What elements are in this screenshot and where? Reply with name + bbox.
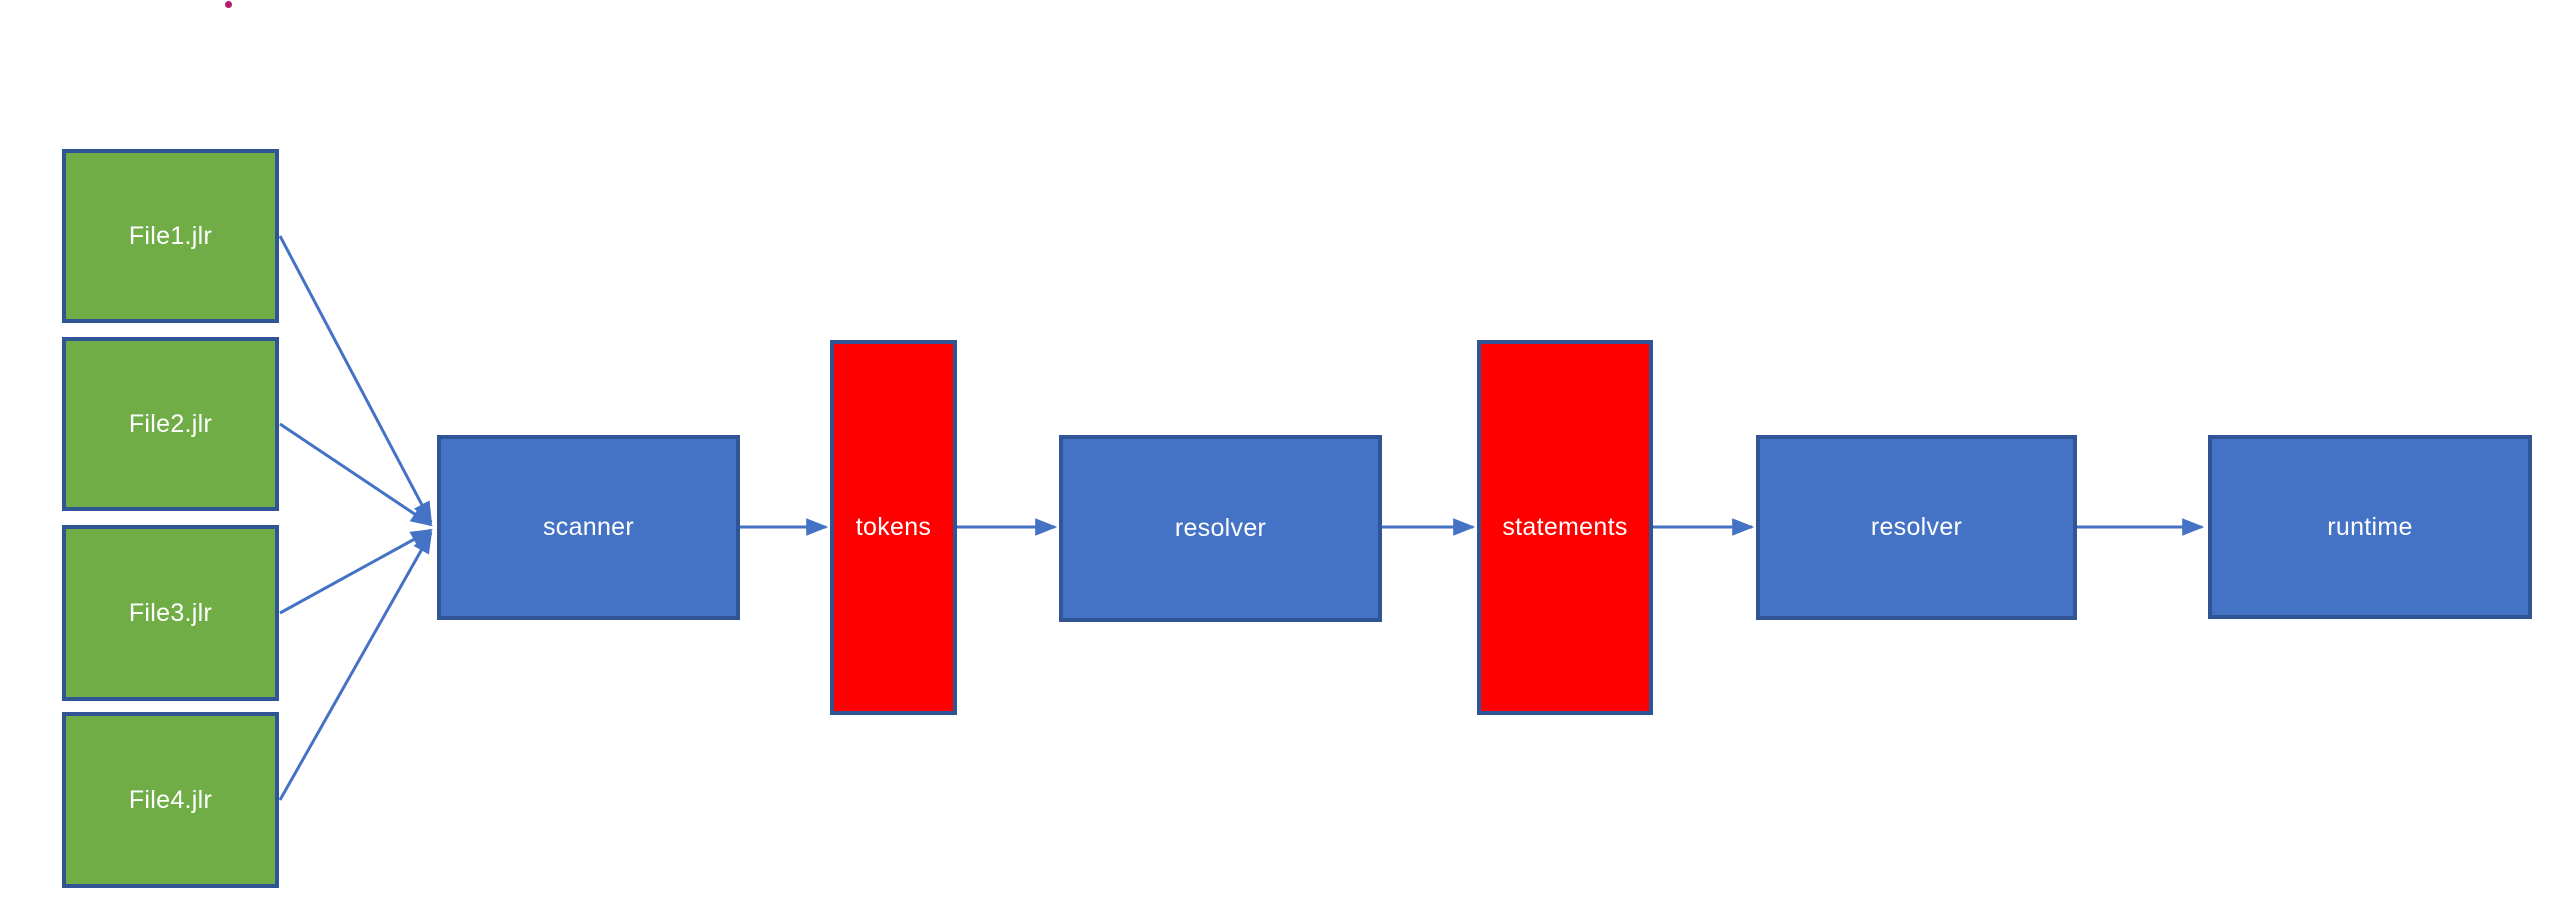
node-file2-label: File2.jlr xyxy=(128,409,213,438)
node-tokens-label: tokens xyxy=(855,513,932,541)
node-statements: statements xyxy=(1477,340,1653,715)
node-resolver-2-label: resolver xyxy=(1870,513,1963,541)
edge-file3-scanner xyxy=(279,528,433,615)
stray-bullet-dot xyxy=(225,1,232,8)
node-file3-label: File3.jlr xyxy=(128,598,213,627)
node-scanner: scanner xyxy=(437,435,740,620)
node-tokens: tokens xyxy=(830,340,957,715)
node-file1-label: File1.jlr xyxy=(128,221,213,250)
edge-file2-scanner xyxy=(279,422,433,527)
edge-file4-scanner xyxy=(278,531,433,801)
node-file4: File4.jlr xyxy=(62,712,279,888)
node-file2: File2.jlr xyxy=(62,337,279,511)
node-runtime-label: runtime xyxy=(2327,512,2413,541)
node-runtime: runtime xyxy=(2208,435,2532,619)
node-resolver-2: resolver xyxy=(1756,435,2077,620)
node-resolver-1-label: resolver xyxy=(1174,514,1267,542)
node-statements-label: statements xyxy=(1502,513,1628,541)
node-file3: File3.jlr xyxy=(62,525,279,701)
node-file4-label: File4.jlr xyxy=(128,785,213,814)
node-file1: File1.jlr xyxy=(62,149,279,323)
node-scanner-label: scanner xyxy=(542,513,635,541)
edge-file1-scanner xyxy=(278,235,433,524)
node-resolver-1: resolver xyxy=(1059,435,1382,622)
